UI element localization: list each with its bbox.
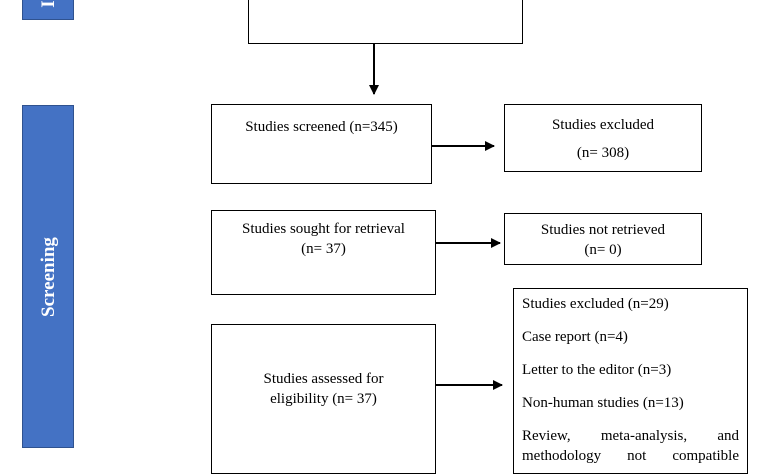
- studies-sought-count: (n= 37): [301, 241, 346, 257]
- reason-item: Case report (n=4): [522, 329, 628, 345]
- studies-excluded-box: Studies excluded (n= 308): [504, 104, 702, 172]
- identification-band: I: [22, 0, 74, 20]
- studies-not-retrieved-count: (n= 0): [584, 242, 622, 258]
- screening-band: Screening: [22, 105, 74, 448]
- studies-sought-box: Studies sought for retrieval (n= 37): [211, 210, 436, 295]
- reasons-title: Studies excluded (n=29): [522, 296, 669, 312]
- studies-assessed-box: Studies assessed for eligibility (n= 37): [211, 324, 436, 474]
- studies-excluded-title: Studies excluded: [551, 117, 655, 133]
- studies-sought-title: Studies sought for retrieval: [242, 221, 405, 237]
- studies-not-retrieved-box: Studies not retrieved (n= 0): [504, 213, 702, 265]
- studies-not-retrieved-title: Studies not retrieved: [540, 222, 666, 238]
- reason-item: Review, meta-analysis, and: [522, 428, 739, 444]
- studies-screened-box: Studies screened (n=345): [211, 104, 432, 184]
- reason-item-continued: methodology not compatible: [522, 448, 739, 464]
- reason-item: Non-human studies (n=13): [522, 395, 684, 411]
- studies-screened-text: Studies screened (n=345): [245, 119, 398, 135]
- studies-assessed-count: eligibility (n= 37): [270, 391, 377, 407]
- studies-assessed-title: Studies assessed for: [263, 371, 384, 387]
- studies-excluded-reasons-box: Studies excluded (n=29) Case report (n=4…: [513, 288, 748, 474]
- studies-excluded-count: (n= 308): [576, 145, 630, 161]
- reason-item: Letter to the editor (n=3): [522, 362, 672, 378]
- top-box: [248, 0, 523, 44]
